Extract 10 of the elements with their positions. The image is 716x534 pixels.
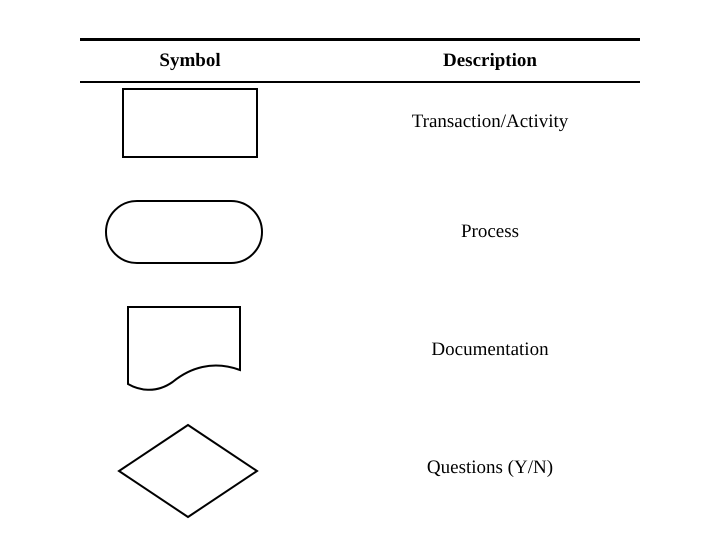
- diamond-symbol: [118, 424, 258, 518]
- column-header: Symbol: [159, 50, 221, 72]
- description-text: Process: [460, 221, 520, 243]
- rounded-rectangle-symbol: [105, 200, 263, 264]
- description-text: Transaction/Activity: [412, 111, 568, 133]
- column-header: Description: [443, 50, 537, 72]
- rectangle-symbol: [122, 88, 258, 158]
- description-text: Questions (Y/N): [426, 457, 554, 479]
- description-text: Documentation: [431, 339, 549, 361]
- document-symbol: [127, 306, 241, 392]
